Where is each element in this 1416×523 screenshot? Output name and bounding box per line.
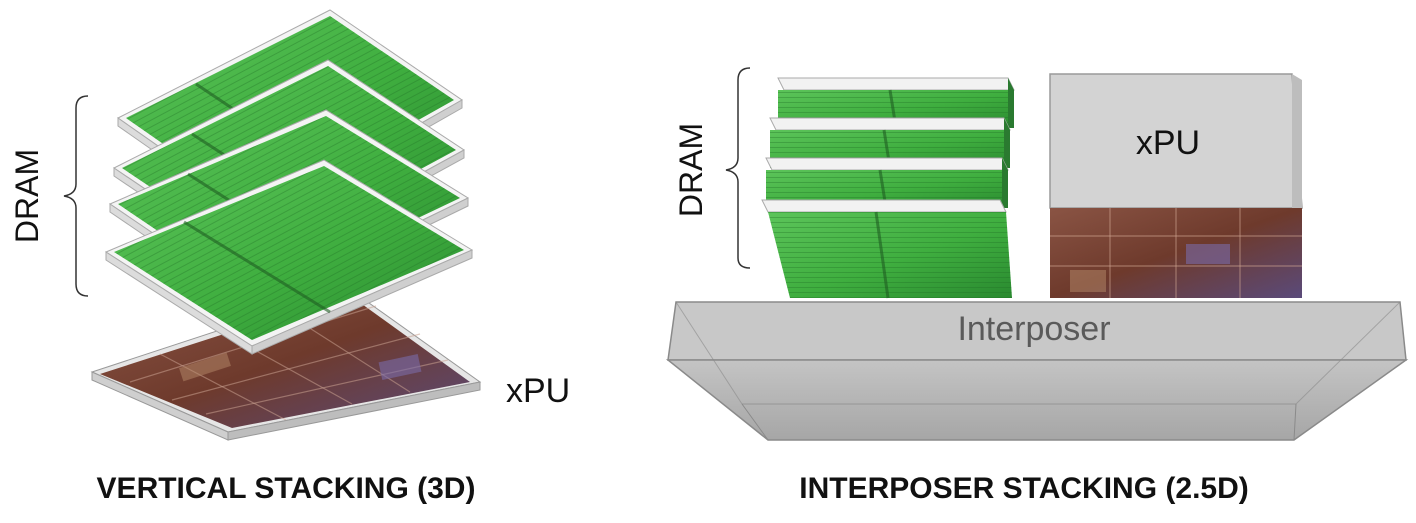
xpu-block-right: xPU: [1049, 73, 1303, 298]
caption-left: VERTICAL STACKING (3D): [97, 472, 476, 505]
xpu-label-left: xPU: [506, 372, 570, 410]
dram-layer-left: [104, 159, 474, 355]
right-panel: Interposer: [665, 67, 1409, 505]
dram-label-right: DRAM: [673, 123, 709, 217]
dram-layer-right: [761, 199, 1012, 299]
left-panel: DRAM xPU VERTICAL STACKING (3D): [9, 9, 570, 505]
caption-right: INTERPOSER STACKING (2.5D): [799, 472, 1249, 505]
xpu-label-right: xPU: [1136, 124, 1200, 162]
interposer: Interposer: [665, 301, 1409, 441]
interposer-label: Interposer: [957, 310, 1110, 348]
dram-stack-right: [761, 77, 1015, 299]
dram-bracket-left: [63, 95, 89, 297]
dram-bracket-right: [725, 67, 751, 269]
xpu-die-left: [90, 287, 482, 441]
dram-label-left: DRAM: [9, 149, 45, 243]
dram-stack-left: [104, 9, 474, 355]
